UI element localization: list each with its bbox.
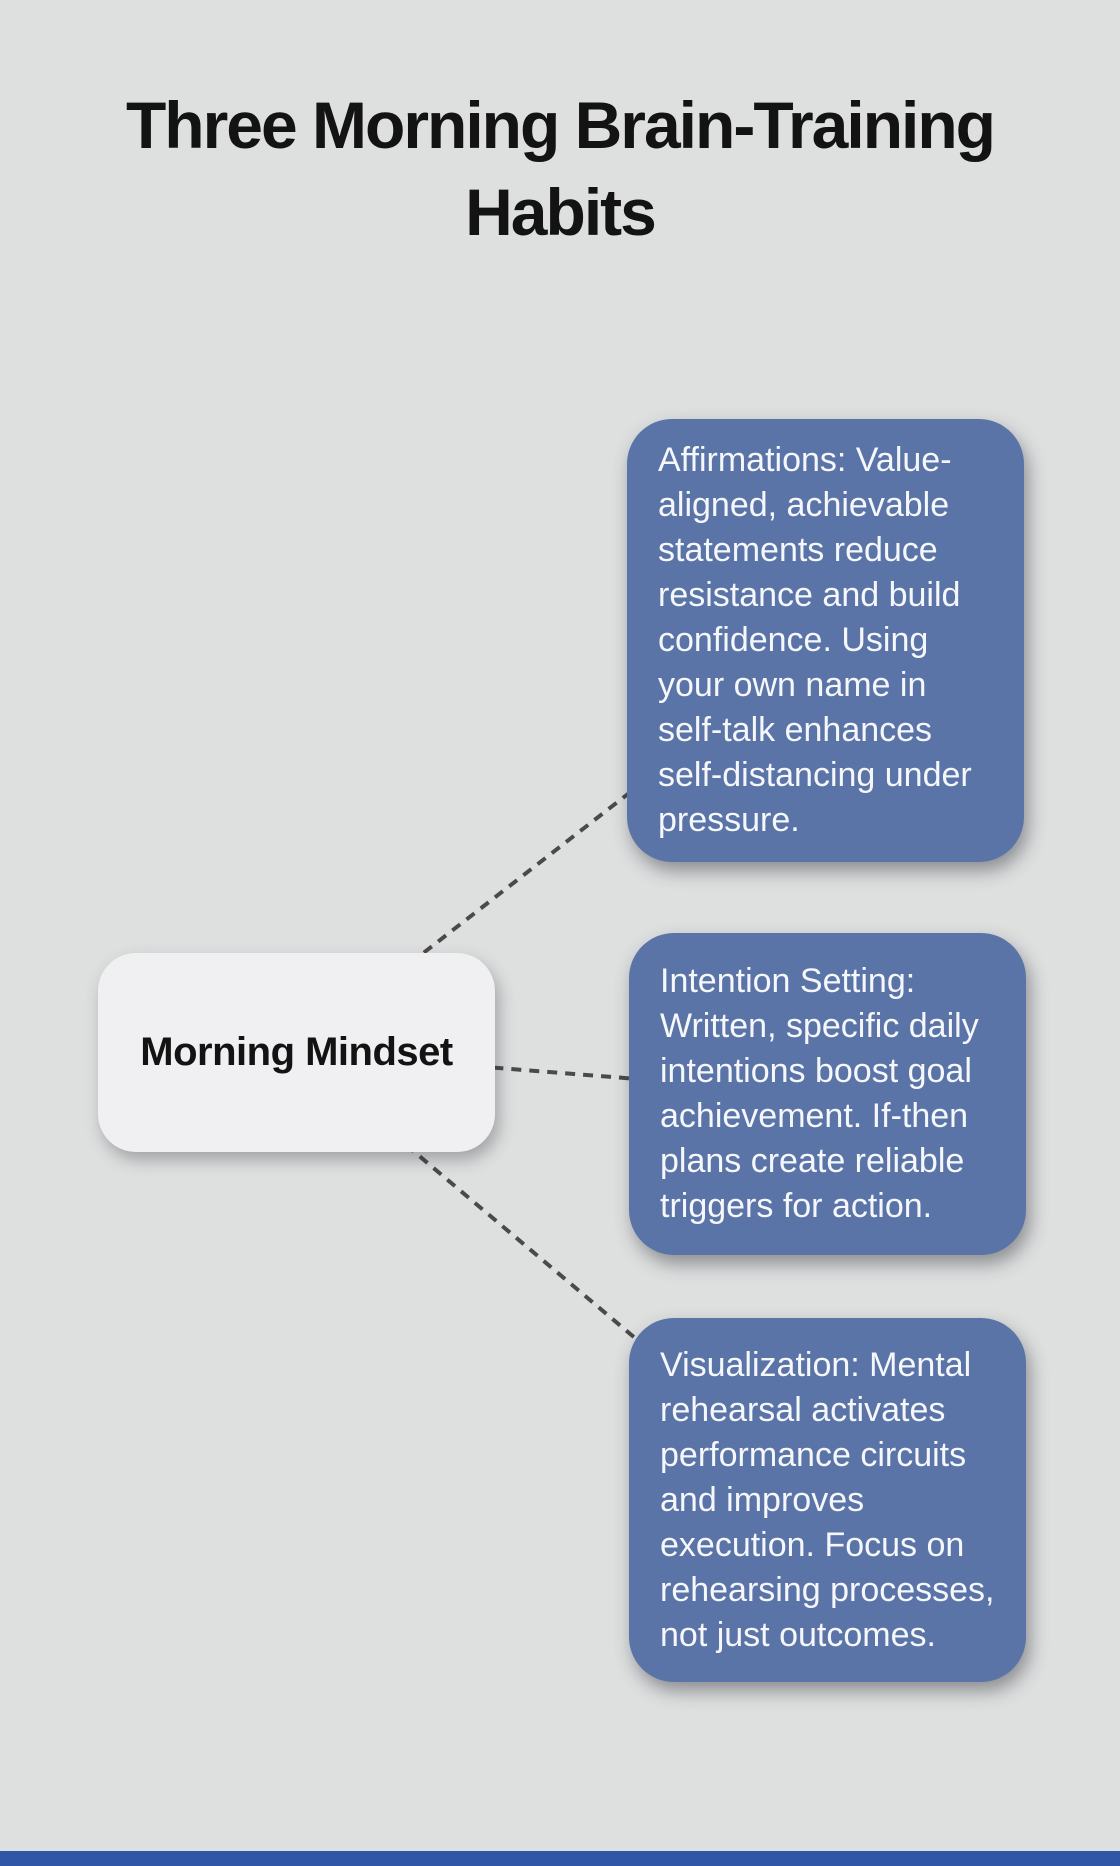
branch-node-intention-setting: Intention Setting: Written, specific dai… [629, 933, 1026, 1255]
branch-node-label: Visualization: Mental rehearsal activate… [660, 1345, 995, 1654]
diagram-title: Three Morning Brain-Training Habits [125, 88, 996, 250]
footer-accent-bar [0, 1851, 1120, 1866]
branch-node-affirmations: Affirmations: Value-aligned, achievable … [627, 419, 1024, 862]
branch-node-label: Affirmations: Value-aligned, achievable … [658, 441, 972, 839]
root-node-label: Morning Mindset [140, 1030, 453, 1074]
root-node-morning-mindset: Morning Mindset [98, 953, 495, 1152]
branch-node-label: Intention Setting: Written, specific dai… [660, 962, 979, 1225]
branch-node-visualization: Visualization: Mental rehearsal activate… [629, 1318, 1026, 1682]
